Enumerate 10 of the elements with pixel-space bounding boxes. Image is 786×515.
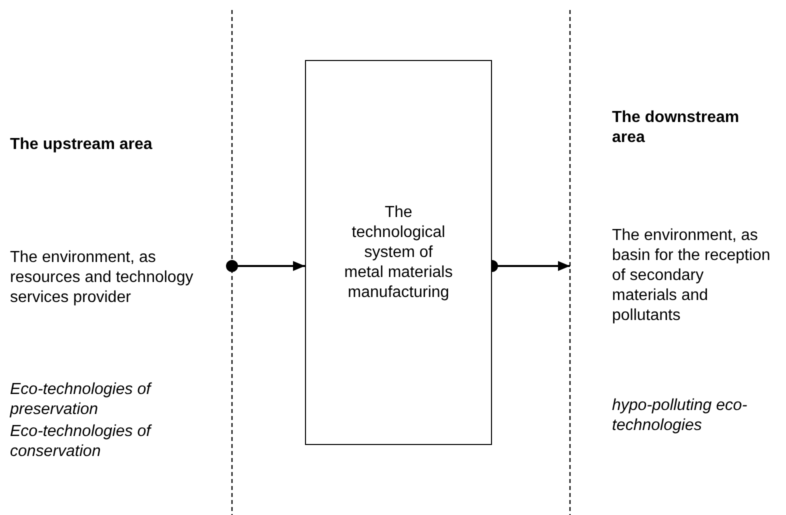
- arrow: [226, 260, 305, 272]
- area-heading: The upstream area: [10, 135, 154, 155]
- box-label: The technological system of metal materials manufacturing: [343, 202, 454, 302]
- area-description: The environment, as resources and technology services provider: [10, 248, 194, 308]
- italic-note: hypo-polluting eco-technologies: [612, 396, 748, 436]
- italic-note: Eco-technologies of conservation: [10, 422, 153, 462]
- process-box: [305, 60, 492, 445]
- area-description: The environment, as basin for the reception of secondary materials and pollutants: [612, 226, 772, 326]
- italic-note: Eco-technologies of preservation: [10, 380, 153, 420]
- area-heading: The downstream area: [612, 108, 740, 148]
